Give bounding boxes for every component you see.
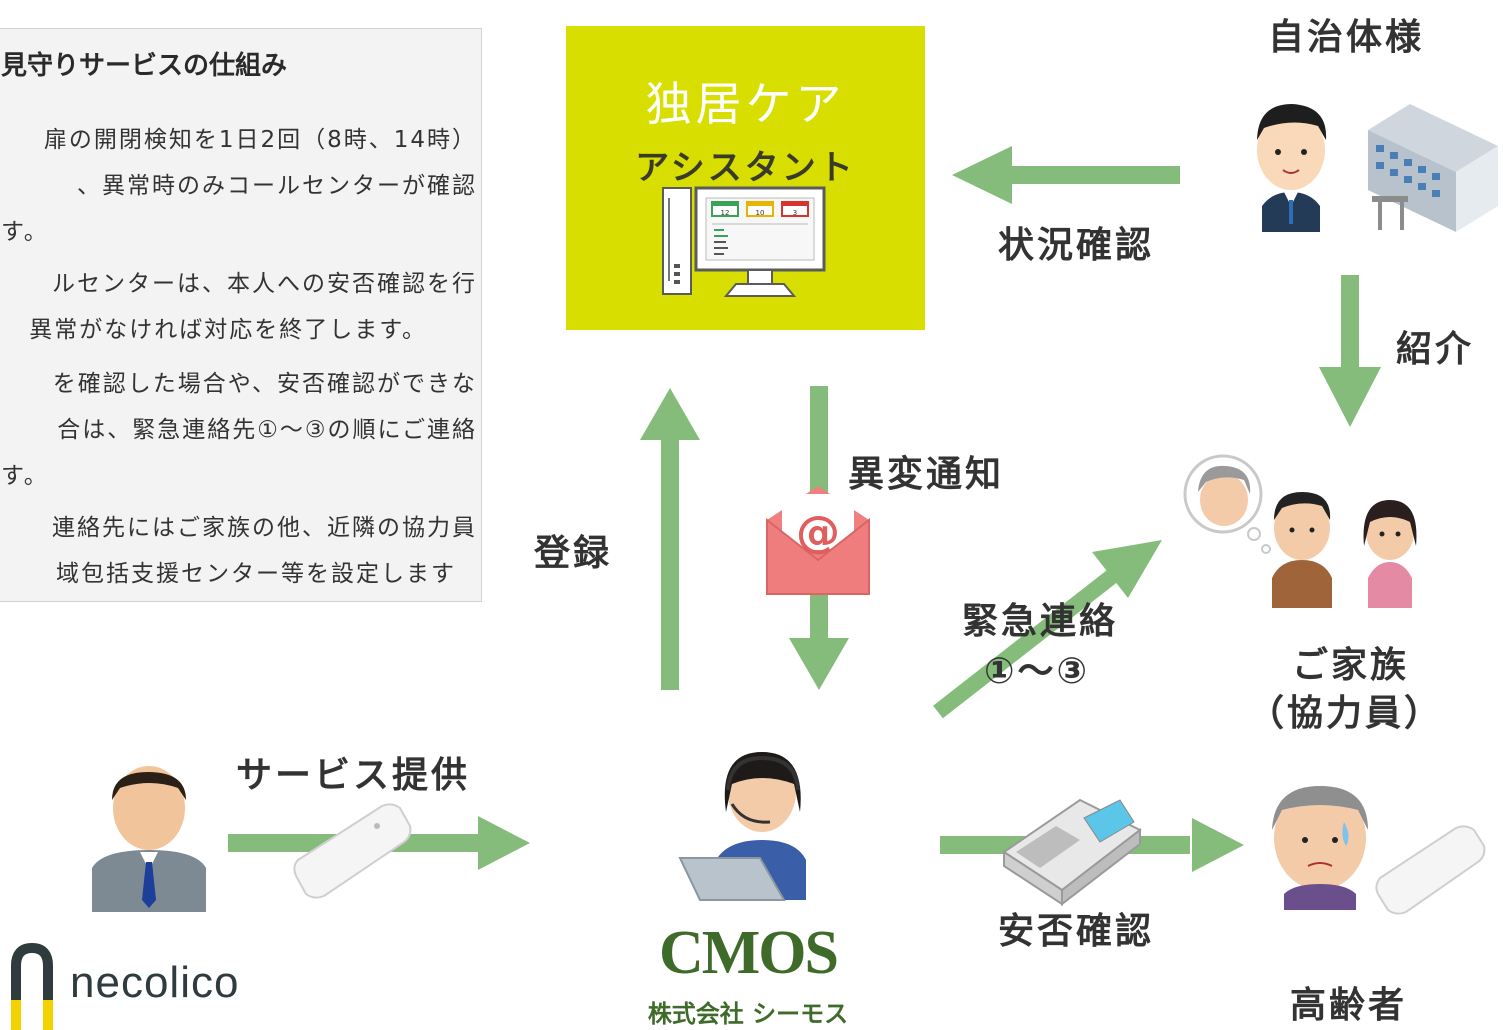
door-sensor-icon	[1375, 825, 1486, 915]
explanation-paragraph-2: ルセンターは、本人への安否確認を行 異常がなければ対応を終了します。	[1, 261, 481, 353]
registration-arrow	[640, 388, 700, 690]
family-man-icon	[1272, 492, 1332, 608]
svg-text:@: @	[796, 507, 840, 558]
introduction-arrow	[1319, 275, 1381, 427]
door-sensor-icon	[293, 803, 412, 899]
explanation-paragraph-1: 扉の開閉検知を1日2回（8時、14時） 、異常時のみコールセンターが確認 す。	[1, 117, 481, 255]
family-label: ご家族	[1292, 645, 1410, 686]
monitor-tile-value: 10	[756, 209, 765, 217]
municipality-building-icon	[1368, 104, 1498, 232]
monitor-tile-value: 3	[793, 209, 797, 217]
monitor-tile-value: 12	[721, 209, 730, 217]
explanation-line: ルセンターは、本人への安否確認を行	[52, 271, 477, 297]
explanation-line: す。	[1, 463, 35, 489]
emergency-contact-arrow	[933, 540, 1162, 719]
service-provision-label: サービス提供	[236, 755, 471, 796]
explanation-line: 連絡先にはご家族の他、近隣の協力員	[52, 515, 477, 541]
safety-check-label: 安否確認	[998, 911, 1155, 952]
provider-person-icon	[92, 766, 206, 912]
call-center-operator-icon	[678, 752, 806, 901]
family-cooperator-label: （協力員）	[1248, 693, 1444, 734]
telephone-icon	[1002, 798, 1142, 907]
explanation-paragraph-3: を確認した場合や、安否確認ができな 合は、緊急連絡先①～③の順にご連絡 す。	[1, 361, 481, 499]
explanation-line: 合は、緊急連絡先①～③の順にご連絡	[57, 417, 477, 443]
app-title-line1: 独居ケア	[645, 77, 846, 131]
explanation-line: 異常がなければ対応を終了します。	[29, 317, 427, 343]
explanation-line: を確認した場合や、安否確認ができな	[52, 371, 477, 397]
explanation-box: 見守りサービスの仕組み 扉の開閉検知を1日2回（8時、14時） 、異常時のみコー…	[0, 28, 482, 602]
municipality-staff-icon	[1257, 104, 1327, 232]
necolico-logo-text: necolico	[70, 958, 240, 1007]
introduction-label: 紹介	[1396, 329, 1475, 370]
explanation-title: 見守りサービスの仕組み	[1, 51, 288, 81]
status-check-label: 状況確認	[998, 225, 1155, 266]
anomaly-notice-label: 異変通知	[848, 454, 1005, 495]
app-title-line2: アシスタント	[635, 148, 856, 188]
emergency-contact-label: 緊急連絡	[962, 601, 1119, 642]
explanation-line: 扉の開閉検知を1日2回（8時、14時）	[43, 127, 477, 153]
family-woman-icon	[1363, 500, 1417, 608]
elderly-label: 高齢者	[1290, 985, 1408, 1026]
app-card-dokkyo-care: 独居ケア アシスタント 12 10 3	[566, 26, 925, 330]
elderly-person-icon	[1272, 786, 1368, 910]
mail-icon: @	[766, 486, 870, 595]
cmos-company-name: 株式会社 シーモス	[647, 1000, 849, 1028]
municipality-label: 自治体様	[1268, 17, 1425, 58]
family-thought-bubble-icon	[1183, 454, 1271, 554]
explanation-line: 域包括支援センター等を設定します	[56, 561, 456, 587]
registration-label: 登録	[534, 533, 613, 574]
pc-monitor-icon: 12 10 3	[662, 186, 826, 297]
explanation-line: す。	[1, 219, 35, 245]
emergency-contact-range-label: ①～③	[984, 651, 1090, 692]
explanation-paragraph-4: 連絡先にはご家族の他、近隣の協力員 域包括支援センター等を設定します	[1, 505, 481, 597]
cmos-logo-text: CMOS	[659, 919, 839, 987]
explanation-line: 、異常時のみコールセンターが確認	[77, 173, 477, 199]
necolico-logo-icon	[11, 942, 53, 1030]
status-check-arrow	[952, 146, 1180, 204]
